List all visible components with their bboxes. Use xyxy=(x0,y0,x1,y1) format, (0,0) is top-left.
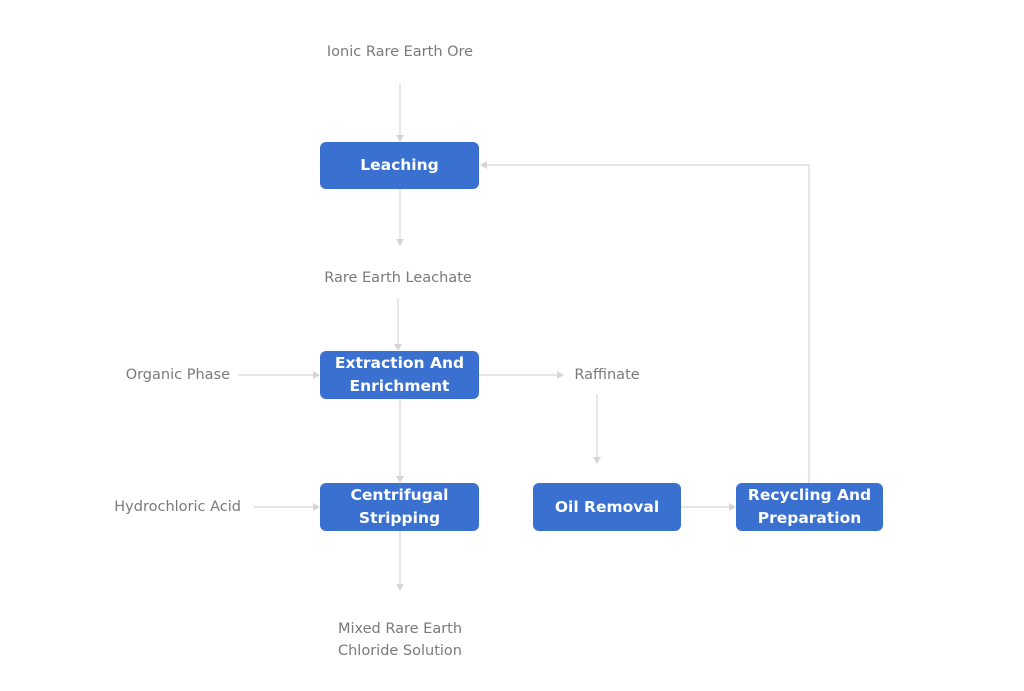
centrifugal-stripping-box-label: Centrifugal Stripping xyxy=(350,486,449,527)
ionic-rare-earth-ore-label: Ionic Rare Earth Ore xyxy=(326,44,474,60)
organic-phase-label: Organic Phase xyxy=(125,367,230,383)
centrifugal-stripping-box: Centrifugal Stripping xyxy=(320,483,479,531)
arrowhead-recycling-to-leaching xyxy=(480,161,487,169)
arrowhead-ore-to-leaching xyxy=(396,135,404,142)
recycling-and-preparation-box-label: Recycling And Preparation xyxy=(747,486,872,527)
oil-removal-box-label: Oil Removal xyxy=(554,497,660,516)
raffinate-label: Raffinate xyxy=(574,367,640,383)
arrowhead-extraction-to-stripping xyxy=(396,476,404,483)
extraction-and-enrichment-box: Extraction And Enrichment xyxy=(320,351,479,399)
leaching-box-label: Leaching xyxy=(360,156,439,174)
hydrochloric-acid-label: Hydrochloric Acid xyxy=(114,499,241,515)
arrowhead-leaching-to-leachate xyxy=(396,239,404,246)
recycling-and-preparation-box: Recycling And Preparation xyxy=(736,483,883,531)
arrow-recycling-to-leaching xyxy=(486,164,810,483)
rare-earth-leachate-label: Rare Earth Leachate xyxy=(324,270,472,286)
oil-removal-box: Oil Removal xyxy=(533,483,681,531)
arrowhead-stripping-to-product xyxy=(396,584,404,591)
arrowhead-acid-to-stripping xyxy=(313,503,320,511)
arrowhead-extraction-to-raffinate xyxy=(557,371,564,379)
extraction-and-enrichment-box-label: Extraction And Enrichment xyxy=(334,354,465,395)
arrowhead-raffinate-to-oil-removal xyxy=(593,457,601,464)
arrowhead-leachate-to-extraction xyxy=(394,344,402,351)
arrowhead-organic-to-extraction xyxy=(313,371,320,379)
leaching-box: Leaching xyxy=(320,142,479,189)
mixed-rare-earth-chloride-solution-label: Mixed Rare Earth Chloride Solution xyxy=(337,621,463,659)
arrowhead-oil-removal-to-recycling xyxy=(729,503,736,511)
